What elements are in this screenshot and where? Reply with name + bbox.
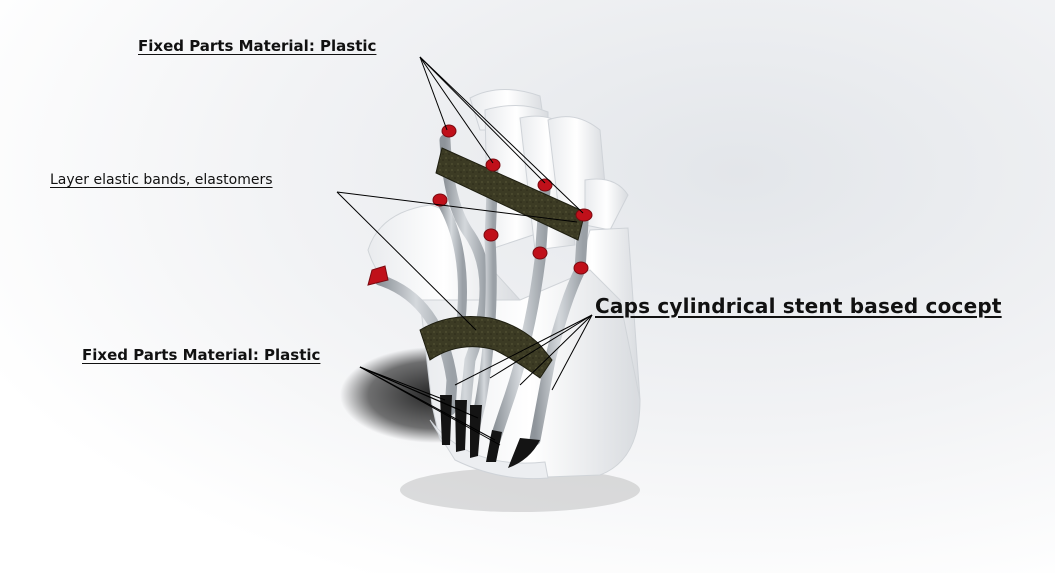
label-elastic-bands: Layer elastic bands, elastomers xyxy=(50,172,273,188)
elastic-bands xyxy=(419,147,586,379)
label-fixed-parts-bottom: Fixed Parts Material: Plastic xyxy=(82,346,321,364)
label-fixed-parts-top: Fixed Parts Material: Plastic xyxy=(138,37,377,55)
fingertips xyxy=(440,395,540,468)
stent-thumb xyxy=(374,274,458,416)
caps xyxy=(367,124,593,286)
label-caps-stent: Caps cylindrical stent based cocept xyxy=(595,294,1002,318)
callout-lines xyxy=(336,56,593,446)
